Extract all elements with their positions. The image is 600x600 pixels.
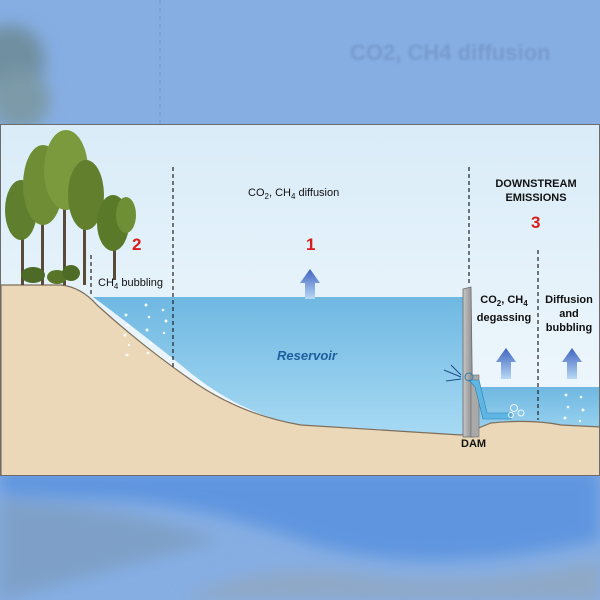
diagram-illustration bbox=[1, 125, 599, 475]
diffusion-bubbling-label: Diffusion and bubbling bbox=[545, 294, 593, 334]
zone-2-number: 2 bbox=[132, 235, 142, 254]
reservoir-water bbox=[93, 297, 471, 437]
bubbles bbox=[123, 303, 585, 423]
zone-3-title: DOWNSTREAM EMISSIONS bbox=[495, 178, 577, 204]
trees bbox=[5, 130, 136, 285]
zone-3-number: 3 bbox=[531, 213, 541, 232]
dam bbox=[443, 286, 512, 438]
dam-label: DAM bbox=[461, 438, 487, 450]
reservoir-label: Reservoir bbox=[277, 348, 337, 363]
emission-arrows bbox=[300, 269, 582, 379]
zone-dividers bbox=[90, 167, 539, 420]
ground bbox=[1, 284, 599, 475]
diagram-panel: 2 1 3 CO2, CH4 diffusion CH4 bubbling DO… bbox=[0, 124, 600, 476]
degassing-label: CO2, CH4 degassing bbox=[476, 294, 532, 325]
zone-1-number: 1 bbox=[306, 235, 316, 254]
zone-1-label: CO2, CH4 diffusion bbox=[248, 187, 340, 202]
zone-2-label: CH4 bubbling bbox=[98, 277, 163, 292]
background-ghost-title: CO2, CH4 diffusion bbox=[350, 40, 551, 65]
